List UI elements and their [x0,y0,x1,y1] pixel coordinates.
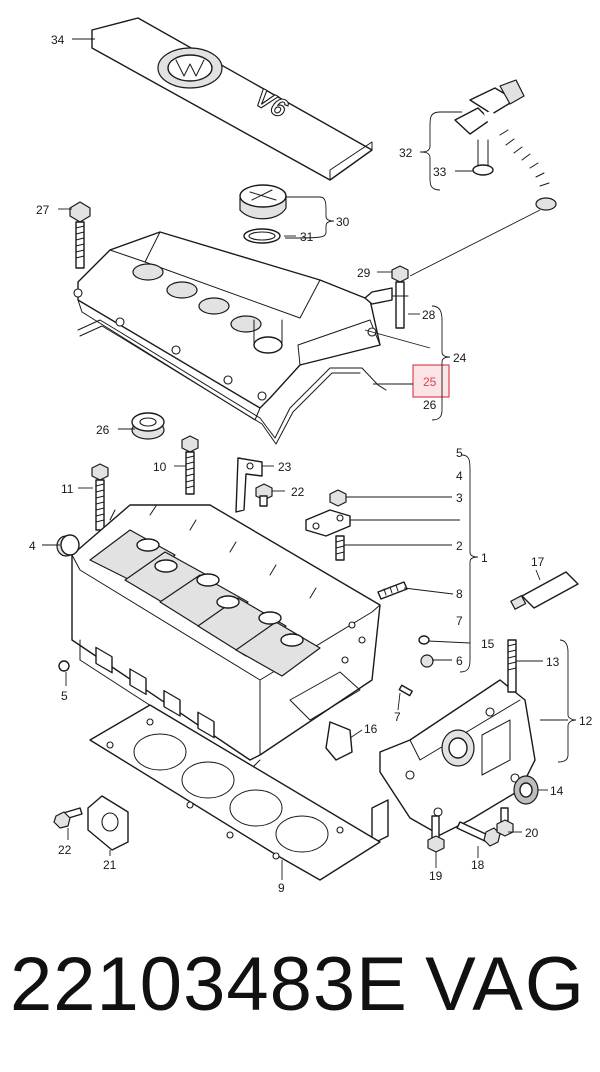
callout-27: 27 [36,203,50,217]
callout-26-seal: 26 [96,423,110,437]
washer-15 [418,635,430,645]
callout-33: 33 [433,165,447,179]
breather-hose [454,79,557,211]
callout-16: 16 [364,722,378,736]
callout-8: 8 [456,587,463,601]
bolt-19 [427,815,445,853]
callout-22-flange: 22 [58,843,72,857]
callout-32: 32 [399,146,413,160]
callout-4-top: 4 [456,469,463,483]
callout-30: 30 [336,215,350,229]
callout-28: 28 [422,308,436,322]
bolt-27 [69,201,91,269]
plug-6 [420,654,434,668]
callout-13: 13 [546,655,560,669]
breather-pipe-stud [364,265,409,329]
callout-23: 23 [278,460,292,474]
callout-labels: 34 32 33 27 30 31 29 28 24 25 26 26 23 1… [29,33,593,895]
callout-7-right: 7 [456,614,463,628]
camshaft-housing-cover [379,679,536,836]
callout-12: 12 [579,714,593,728]
callout-21: 21 [103,858,117,872]
callout-3: 3 [456,491,463,505]
callout-26-gasket: 26 [423,398,437,412]
lifting-bracket [235,457,273,513]
valve-cover [73,231,381,421]
oil-filler-cap [239,184,287,244]
callout-6: 6 [456,654,463,668]
bolt-10 [181,435,199,495]
callout-17: 17 [531,555,545,569]
leader-lines [42,38,577,880]
exploded-parts-diagram: V6 [29,17,593,895]
stud-13 [507,639,517,693]
callout-20: 20 [525,826,539,840]
callout-24: 24 [453,351,467,365]
callout-14: 14 [550,784,564,798]
callout-25[interactable]: 25 [423,375,437,389]
callout-4-left: 4 [29,539,36,553]
callout-5-top: 5 [456,446,463,460]
washer-5 [58,660,70,672]
gasket-16 [325,721,353,761]
callout-34: 34 [51,33,65,47]
callout-2: 2 [456,539,463,553]
callout-15: 15 [481,637,495,651]
exhaust-flange [53,795,129,851]
brand-name: VAG [425,942,586,1027]
part-number: 22103483E [10,942,408,1027]
callout-9: 9 [278,881,285,895]
bolt-11 [91,463,109,531]
callout-1: 1 [481,551,488,565]
callout-7-lower: 7 [394,710,401,724]
dowel-pin [398,684,413,697]
callout-19: 19 [429,869,443,883]
spark-plug-seal [131,412,165,440]
small-bracket [371,799,389,845]
cylinder-head-gasket [89,704,381,881]
shaft-seal [513,775,539,805]
callout-11: 11 [61,482,74,496]
stud-8 [377,581,408,600]
callout-22-bracket: 22 [291,485,305,499]
callout-18: 18 [471,858,485,872]
callout-10: 10 [153,460,167,474]
sealing-plug [56,534,80,557]
highlight-box [412,364,450,398]
cylinder-head [71,504,381,771]
valve-cover-gasket [77,319,387,439]
callout-5-left: 5 [61,689,68,703]
sealant-tube [510,571,579,610]
engine-cover: V6 [91,17,373,181]
callout-29: 29 [357,266,371,280]
callout-31: 31 [300,230,314,244]
bolt-18 [456,821,501,847]
camshaft-bearing-parts [305,489,351,561]
